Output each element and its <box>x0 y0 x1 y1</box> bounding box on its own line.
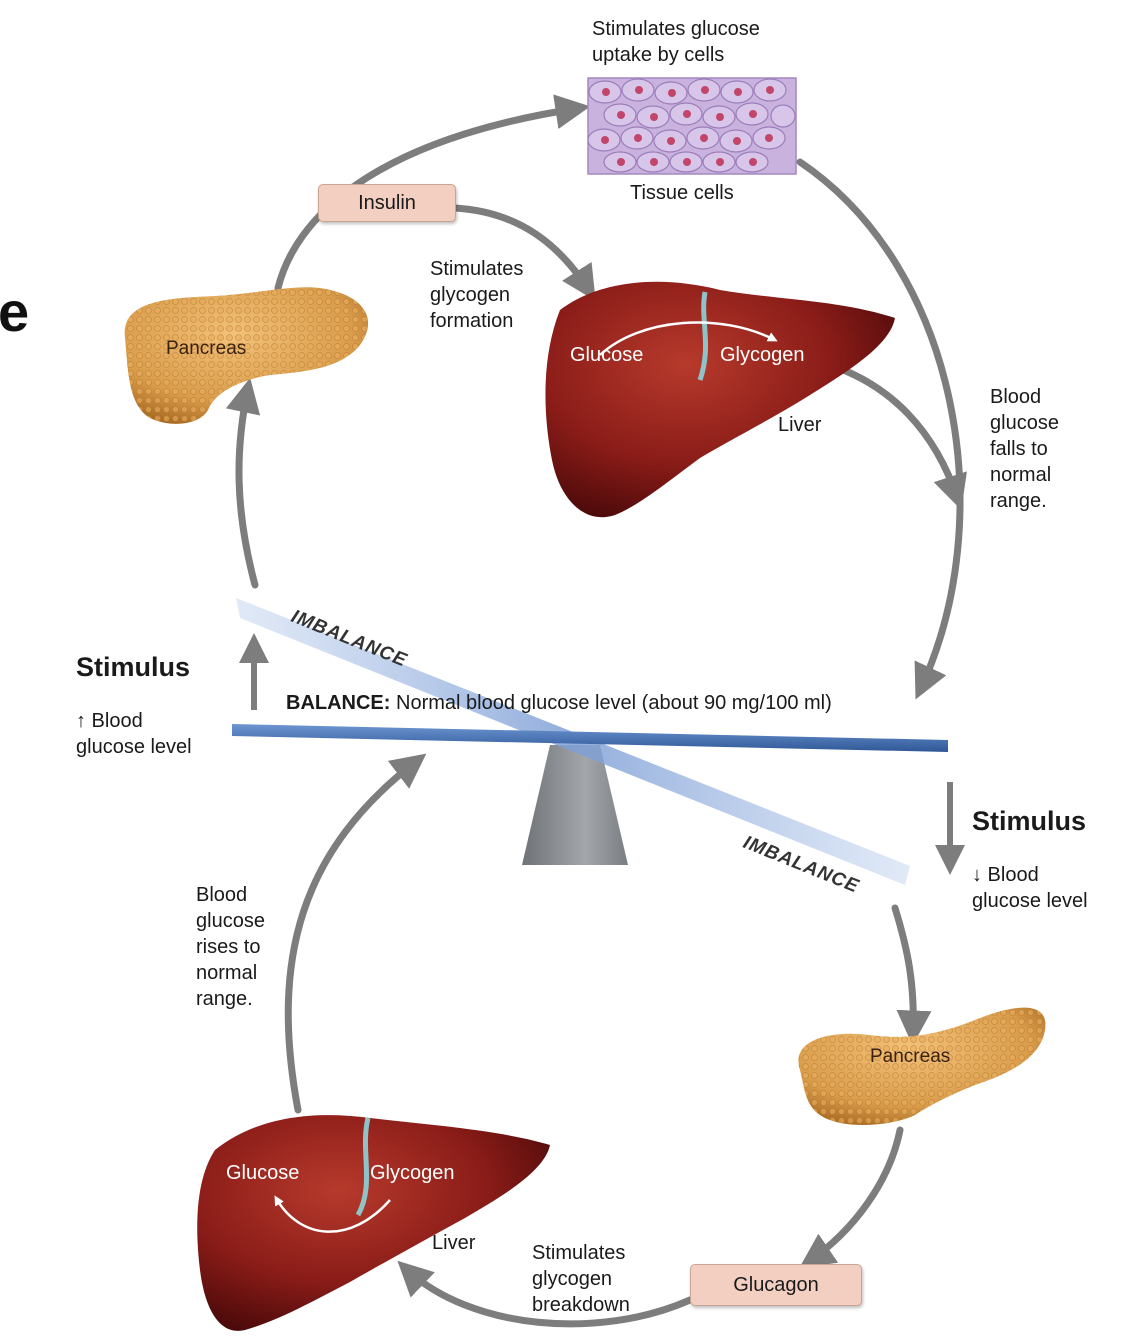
arrow-stimulus-to-pancreas <box>239 388 255 585</box>
liver-bottom-glucose-label: Glucose <box>226 1162 299 1185</box>
tissue-cells-label: Tissue cells <box>630 180 734 206</box>
stimulus-down-text: ↓ Blood glucose level <box>972 862 1088 914</box>
balance-label: BALANCE: Normal blood glucose level (abo… <box>286 690 832 716</box>
liver-bottom-glycogen-label: Glycogen <box>370 1162 455 1185</box>
arrow-tissue-to-balance <box>800 162 960 690</box>
tissue-cells-image <box>588 78 796 174</box>
liver-top-glycogen-label: Glycogen <box>720 344 805 367</box>
glycogen-formation-label: Stimulates glycogen formation <box>430 256 523 334</box>
arrow-liver-to-balance <box>288 760 418 1110</box>
stimulus-up-text: ↑ Blood glucose level <box>76 708 192 760</box>
uptake-label: Stimulates glucose uptake by cells <box>592 16 760 68</box>
falls-to-normal-label: Blood glucose falls to normal range. <box>990 384 1059 514</box>
liver-bottom-label: Liver <box>432 1230 475 1256</box>
stimulus-down-title: Stimulus <box>972 806 1088 836</box>
pancreas-top-label: Pancreas <box>166 338 246 360</box>
pancreas-bottom-label: Pancreas <box>870 1046 950 1068</box>
arrow-stimulus-to-pancreas-lower <box>895 908 913 1035</box>
stimulus-up-title: Stimulus <box>76 652 192 682</box>
rises-to-normal-label: Blood glucose rises to normal range. <box>196 882 265 1012</box>
liver-top-label: Liver <box>778 412 821 438</box>
balance-title: BALANCE: <box>286 692 390 714</box>
liver-top-glucose-label: Glucose <box>570 344 643 367</box>
arrow-pancreas-to-glucagon <box>808 1130 900 1262</box>
arrow-liver-to-normal <box>830 365 958 500</box>
stimulus-down: Stimulus ↓ Blood glucose level <box>972 780 1088 940</box>
stimulus-up: Stimulus ↑ Blood glucose level <box>76 626 192 786</box>
glycogen-breakdown-label: Stimulates glycogen breakdown <box>532 1240 630 1318</box>
insulin-label: Insulin <box>318 184 456 222</box>
balance-text: Normal blood glucose level (about 90 mg/… <box>396 692 832 714</box>
edge-fragment-text: e <box>0 282 29 342</box>
glucagon-label: Glucagon <box>690 1264 862 1306</box>
liver-top-image <box>545 282 895 517</box>
liver-bottom-image <box>197 1115 550 1331</box>
